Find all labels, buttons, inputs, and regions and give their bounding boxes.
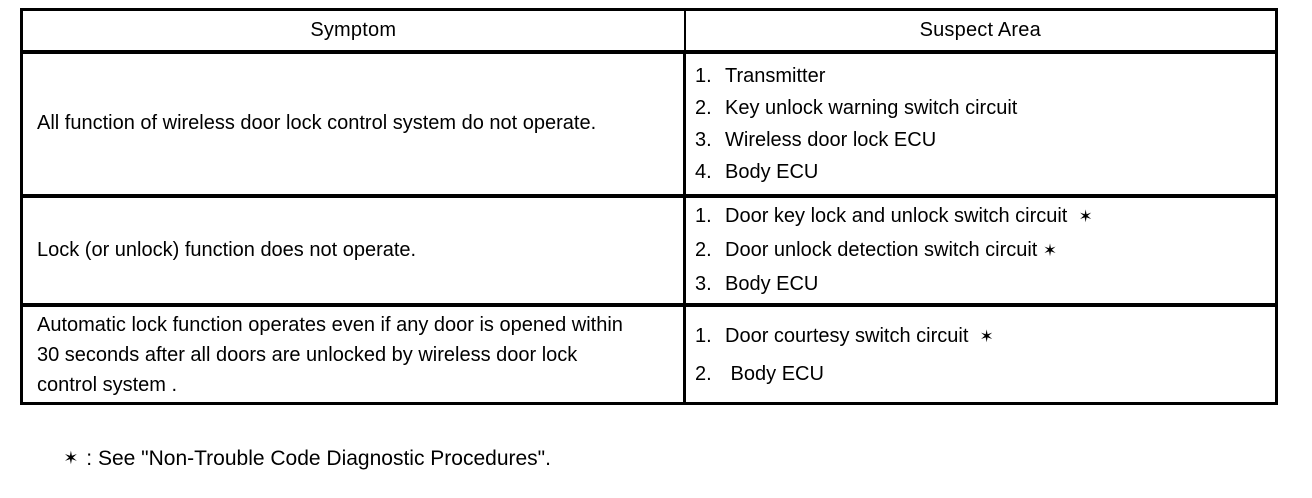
table-row: Automatic lock function operates even if… <box>21 305 1277 404</box>
list-item: 3. Wireless door lock ECU <box>695 124 1265 156</box>
table-body: All function of wireless door lock contr… <box>21 51 1277 404</box>
list-item-number: 1. <box>695 205 712 228</box>
symptom-text: Automatic lock function operates even if… <box>37 310 669 400</box>
suspect-list: 1. Door key lock and unlock switch circu… <box>695 199 1265 301</box>
list-item-label: Body ECU <box>725 160 819 183</box>
list-item: 2. Door unlock detection switch circuit … <box>695 233 1265 267</box>
list-item-label: Key unlock warning switch circuit <box>725 96 1018 119</box>
column-header-suspect-area: Suspect Area <box>684 9 1277 54</box>
list-item-label: Transmitter <box>725 64 826 87</box>
list-item-number: 3. <box>695 273 712 296</box>
symptom-text: Lock (or unlock) function does not opera… <box>37 235 669 266</box>
suspect-list: 1. Transmitter 2. Key unlock warning swi… <box>695 60 1265 188</box>
table-header-row: Symptom Suspect Area <box>21 9 1277 54</box>
list-item-label: Body ECU <box>725 273 819 296</box>
list-item: 4. Body ECU <box>695 156 1265 188</box>
list-item-label: Door unlock detection switch circuit <box>725 239 1043 262</box>
list-item: 1. Transmitter <box>695 60 1265 92</box>
list-item: 1. Door key lock and unlock switch circu… <box>695 199 1265 233</box>
list-item: 1. Door courtesy switch circuit ✶ <box>695 317 1265 355</box>
column-header-symptom: Symptom <box>21 9 686 54</box>
symptom-line: control system . <box>37 373 178 396</box>
list-item-number: 4. <box>695 160 712 183</box>
table-row: All function of wireless door lock contr… <box>21 51 1277 198</box>
footnote-text: : See "Non-Trouble Code Diagnostic Proce… <box>80 447 551 470</box>
symptom-suspect-area-table: Symptom Suspect Area All function of wir… <box>20 8 1278 405</box>
suspect-list: 1. Door courtesy switch circuit ✶ 2. Bod… <box>695 317 1265 393</box>
list-item: 2. Body ECU <box>695 355 1265 393</box>
symptom-line: Lock (or unlock) function does not opera… <box>37 238 417 261</box>
list-item-label: Door key lock and unlock switch circuit <box>725 205 1079 228</box>
list-item-number: 3. <box>695 128 712 151</box>
list-item: 2. Key unlock warning switch circuit <box>695 92 1265 124</box>
symptom-cell: Lock (or unlock) function does not opera… <box>21 195 686 308</box>
symptom-line: All function of wireless door lock contr… <box>37 112 597 135</box>
footnote-star-icon: ✶ <box>979 326 994 347</box>
table-header: Symptom Suspect Area <box>21 9 1277 54</box>
footnote-star-icon: ✶ <box>1078 207 1093 228</box>
symptom-cell: Automatic lock function operates even if… <box>21 305 686 404</box>
suspect-area-cell: 1. Door key lock and unlock switch circu… <box>684 195 1277 308</box>
table-row: Lock (or unlock) function does not opera… <box>21 195 1277 308</box>
suspect-area-cell: 1. Transmitter 2. Key unlock warning swi… <box>684 51 1277 198</box>
list-item-label: Body ECU <box>725 362 824 385</box>
list-item: 3. Body ECU <box>695 267 1265 301</box>
list-item-number: 2. <box>695 239 712 262</box>
symptom-cell: All function of wireless door lock contr… <box>21 51 686 198</box>
symptom-line: 30 seconds after all doors are unlocked … <box>37 343 578 366</box>
list-item-number: 2. <box>695 362 712 385</box>
list-item-label: Wireless door lock ECU <box>725 128 937 151</box>
symptom-table-page: Symptom Suspect Area All function of wir… <box>20 8 1278 470</box>
table-footnote: ✶ : See "Non-Trouble Code Diagnostic Pro… <box>40 420 551 498</box>
suspect-area-cell: 1. Door courtesy switch circuit ✶ 2. Bod… <box>685 305 1277 403</box>
list-item-label: Door courtesy switch circuit <box>725 324 980 347</box>
symptom-text: All function of wireless door lock contr… <box>37 108 669 139</box>
symptom-line: Automatic lock function operates even if… <box>37 313 623 336</box>
footnote-star-icon: ✶ <box>63 447 79 469</box>
footnote-star-icon: ✶ <box>1042 241 1058 262</box>
list-item-number: 1. <box>695 324 712 347</box>
list-item-number: 1. <box>695 64 712 87</box>
list-item-number: 2. <box>695 96 712 119</box>
